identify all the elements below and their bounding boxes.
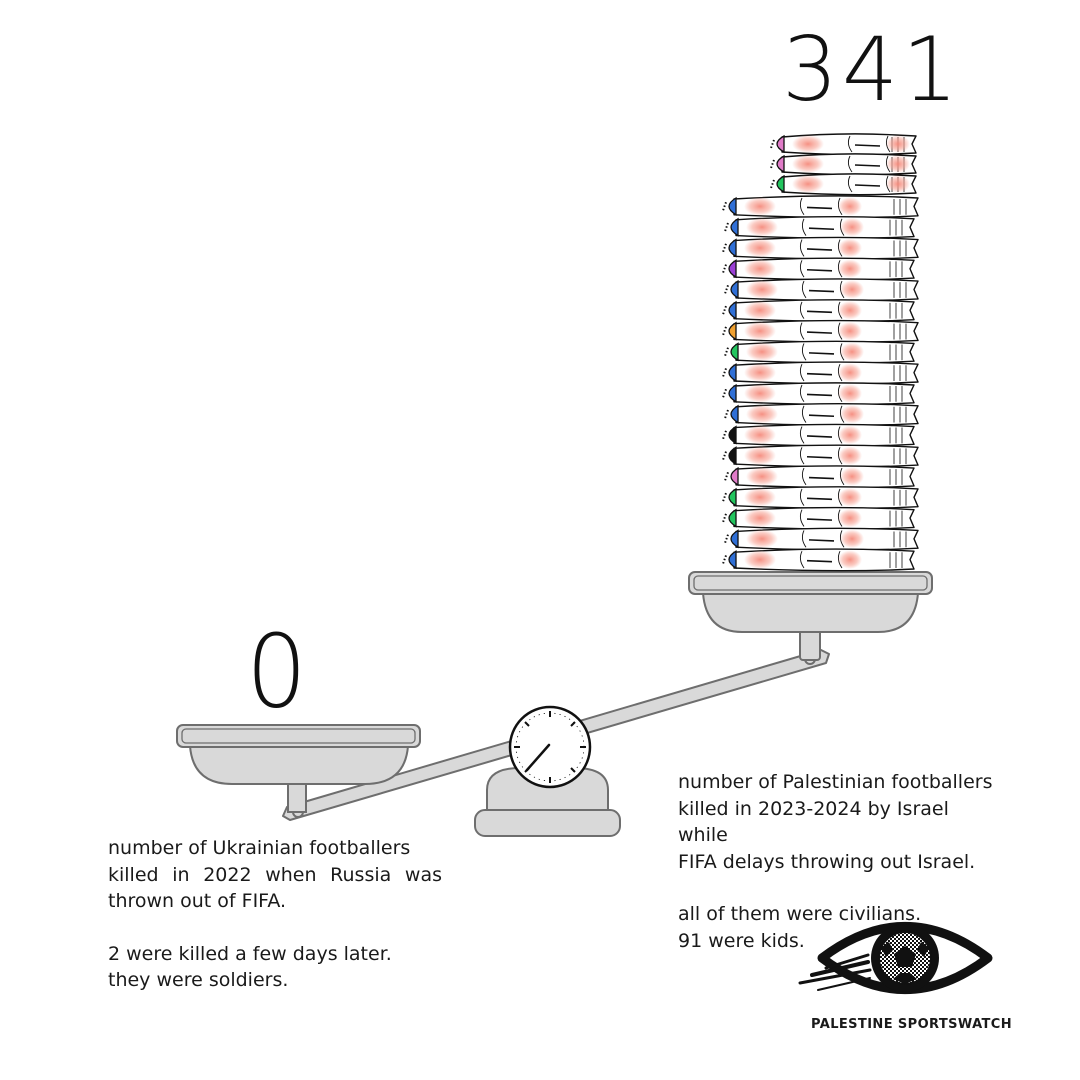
left-pan — [176, 724, 421, 813]
sock-icon — [722, 319, 919, 343]
sock-stack — [722, 133, 919, 572]
left-caption-line: thrown out of FIFA. — [108, 890, 287, 912]
right-caption: number of Palestinian footballers killed… — [678, 769, 998, 954]
right-caption-line: 91 were kids. — [678, 929, 805, 952]
dial-gauge-icon — [508, 705, 592, 789]
right-pan — [688, 571, 933, 661]
sock-icon — [724, 402, 919, 426]
brand-name: PALESTINE SPORTSWATCH — [811, 1017, 1013, 1032]
right-caption-line: FIFA delays throwing out Israel. — [678, 850, 976, 873]
right-caption-line: number of Palestinian footballers — [678, 771, 993, 793]
left-caption: number of Ukrainian footballers killed i… — [108, 835, 442, 994]
sock-icon — [722, 486, 919, 510]
sock-icon — [722, 236, 919, 260]
eye-football-logo-icon — [798, 922, 993, 994]
sock-icon — [722, 382, 915, 406]
sock-icon — [770, 153, 917, 176]
right-count: 341 — [782, 18, 962, 121]
sock-icon — [722, 444, 919, 468]
left-caption-line: killed in 2022 when Russia was — [108, 863, 442, 886]
sock-icon — [770, 173, 917, 196]
left-caption-line: 2 were killed a few days later. — [108, 942, 392, 965]
sock-icon — [722, 423, 915, 447]
sock-icon — [724, 465, 915, 489]
sock-icon — [722, 299, 915, 323]
sock-icon — [722, 506, 915, 530]
sock-icon — [724, 527, 919, 551]
right-caption-line: killed in 2023-2024 by Israel while — [678, 797, 949, 847]
sock-icon — [724, 278, 919, 302]
right-caption-line: all of them were civilians. — [678, 903, 922, 925]
sock-icon — [722, 195, 919, 219]
sock-icon — [722, 257, 915, 281]
sock-icon — [722, 548, 915, 572]
left-caption-line: number of Ukrainian footballers — [108, 837, 411, 859]
left-count: 0 — [246, 613, 308, 731]
sock-icon — [770, 133, 917, 156]
left-caption-line: they were soldiers. — [108, 969, 289, 991]
sock-icon — [722, 361, 919, 385]
sock-icon — [724, 215, 915, 239]
sock-icon — [724, 340, 915, 364]
